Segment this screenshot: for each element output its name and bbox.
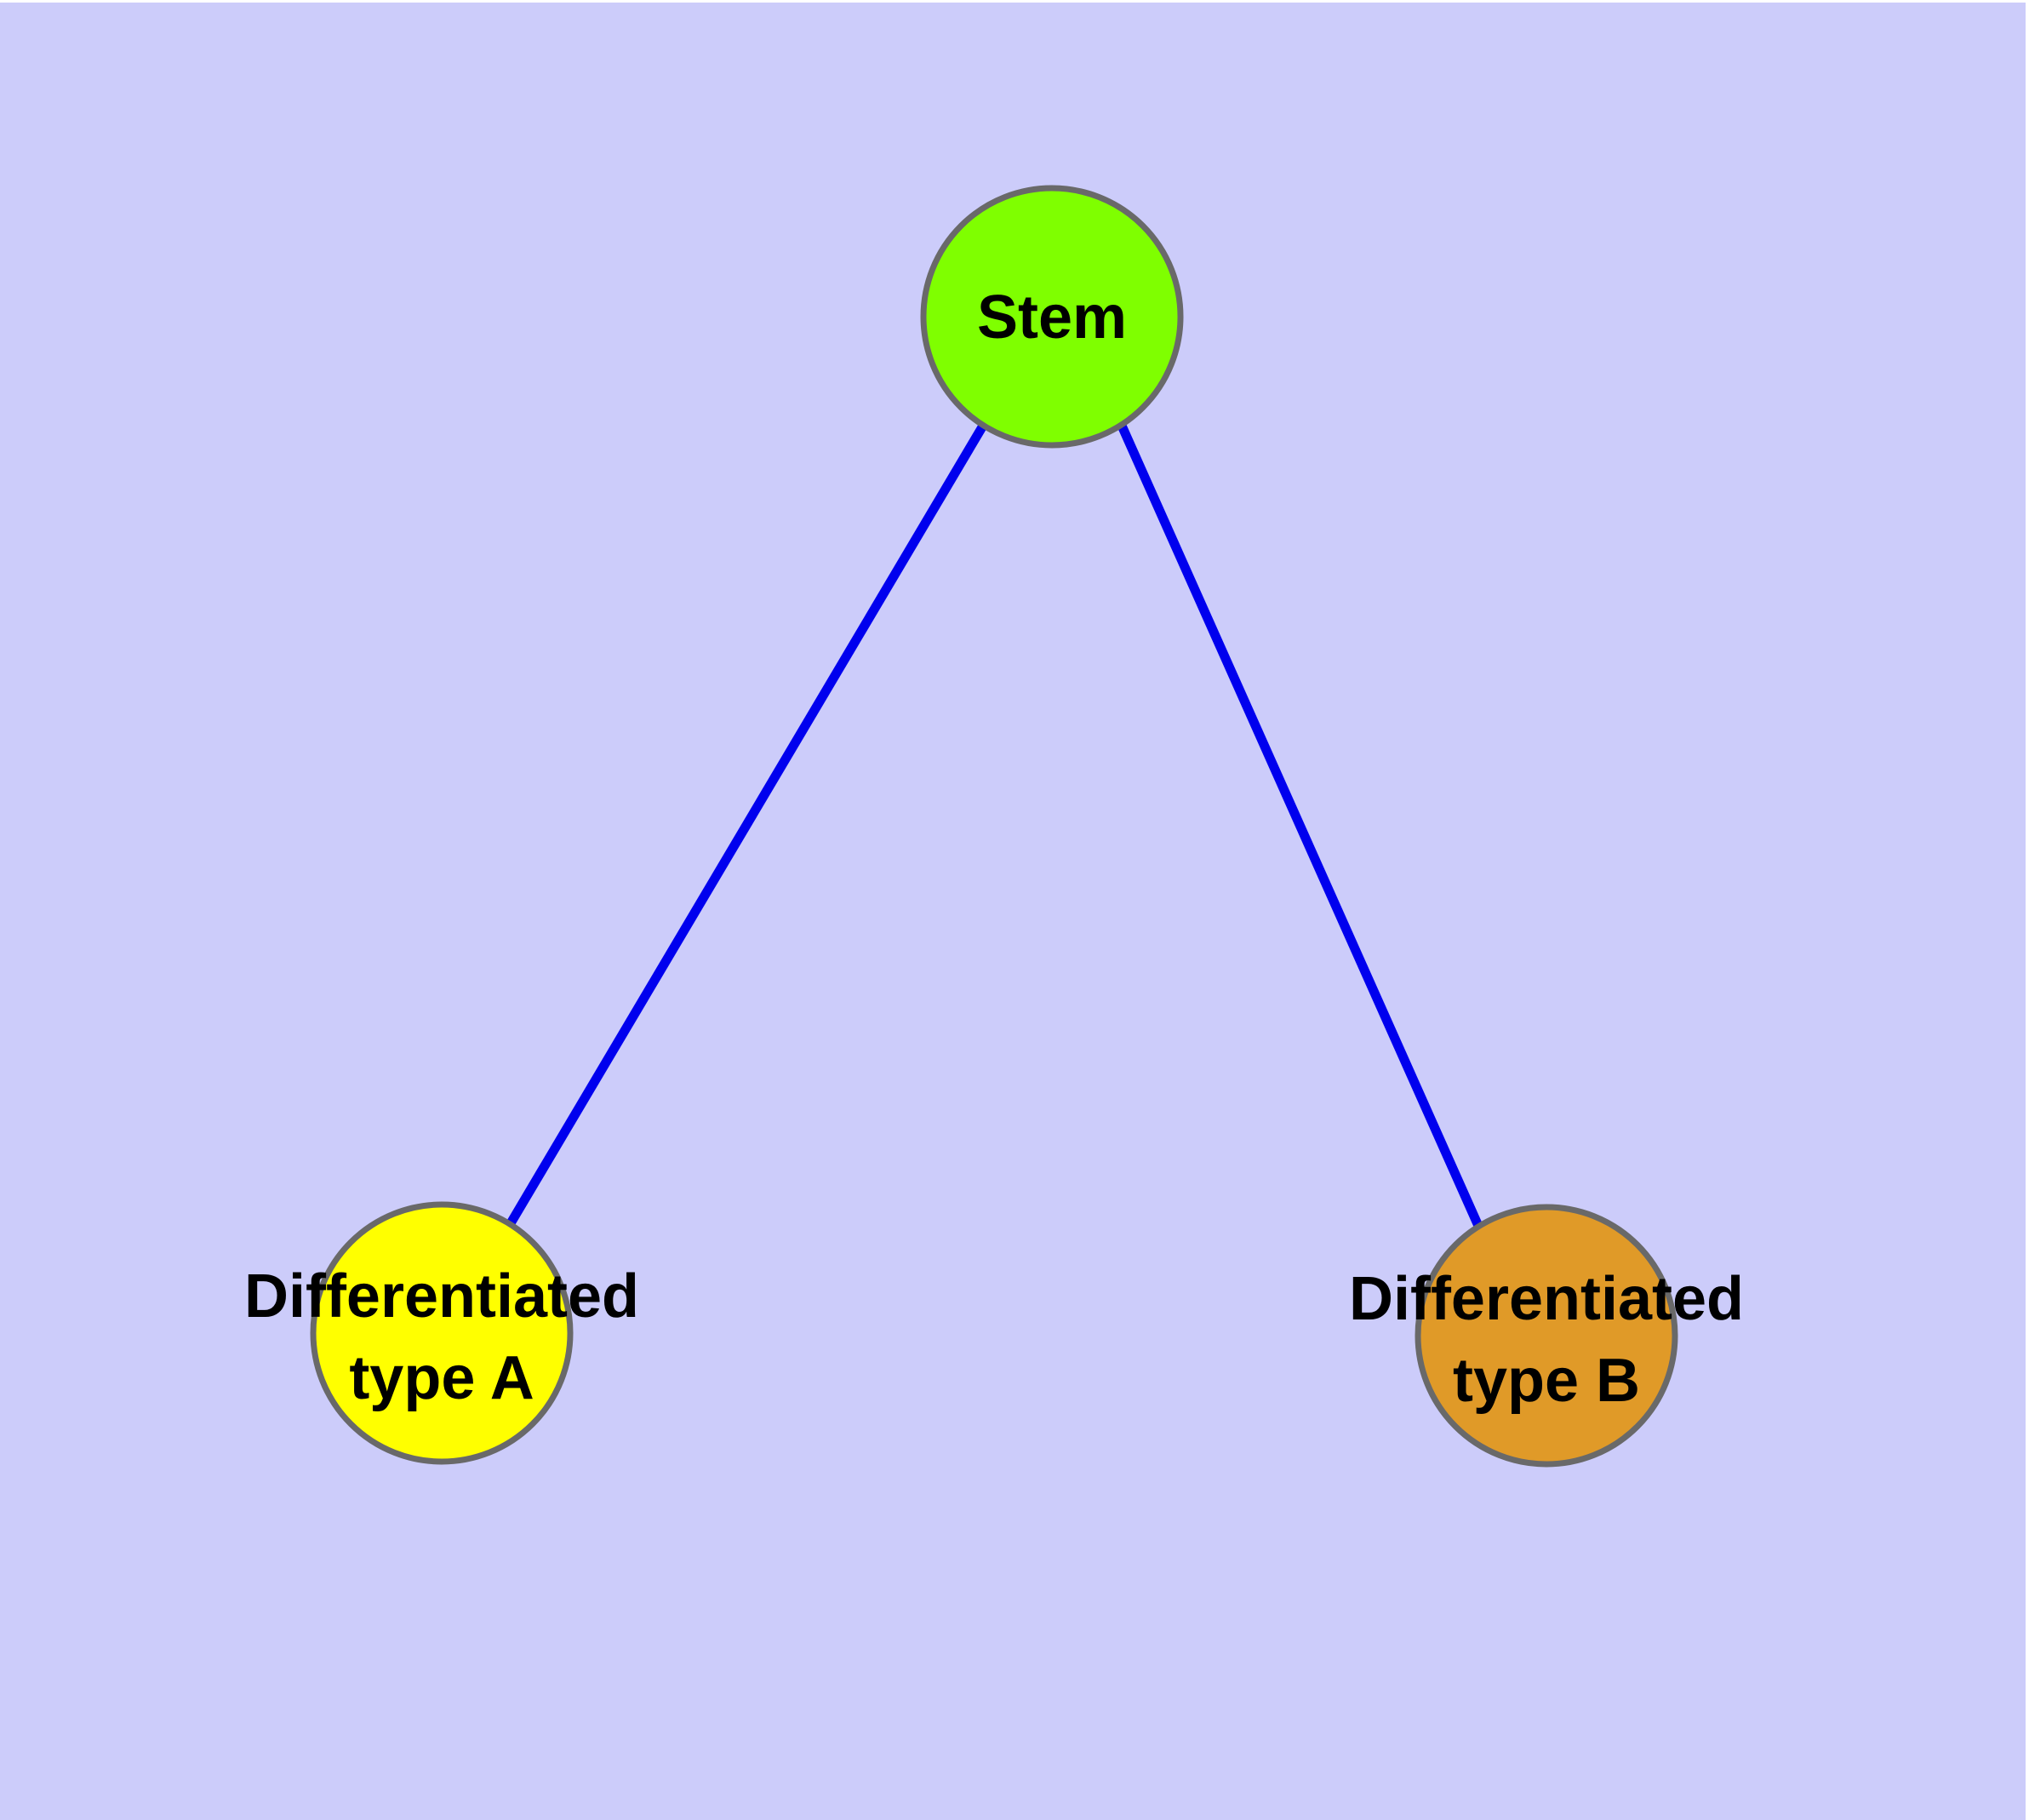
node-stem[interactable]: Stem — [920, 185, 1184, 449]
node-differentiated-type-a[interactable]: Differentiated type A — [244, 1201, 639, 1465]
edge-group — [506, 423, 1483, 1228]
node-differentiated-type-b-label-line1: Differentiated — [1349, 1265, 1744, 1333]
node-differentiated-type-b[interactable]: Differentiated type B — [1349, 1204, 1744, 1468]
node-differentiated-type-a-label-line2: type A — [349, 1344, 534, 1412]
edge-stem-to-differentiated-type-b — [1117, 423, 1483, 1228]
graph-canvas: Stem Differentiated type A Differentiate… — [0, 3, 2026, 1820]
graph-svg: Stem Differentiated type A Differentiate… — [244, 185, 1744, 1468]
edge-stem-to-differentiated-type-a — [506, 423, 987, 1226]
node-differentiated-type-a-label-line1: Differentiated — [244, 1262, 639, 1331]
node-differentiated-type-a-circle[interactable] — [310, 1201, 574, 1465]
node-differentiated-type-b-circle[interactable] — [1415, 1204, 1678, 1468]
node-differentiated-type-b-label-line2: type B — [1453, 1347, 1640, 1415]
node-stem-circle[interactable] — [920, 185, 1184, 449]
node-stem-label: Stem — [977, 283, 1127, 352]
node-group: Stem Differentiated type A Differentiate… — [244, 185, 1744, 1468]
